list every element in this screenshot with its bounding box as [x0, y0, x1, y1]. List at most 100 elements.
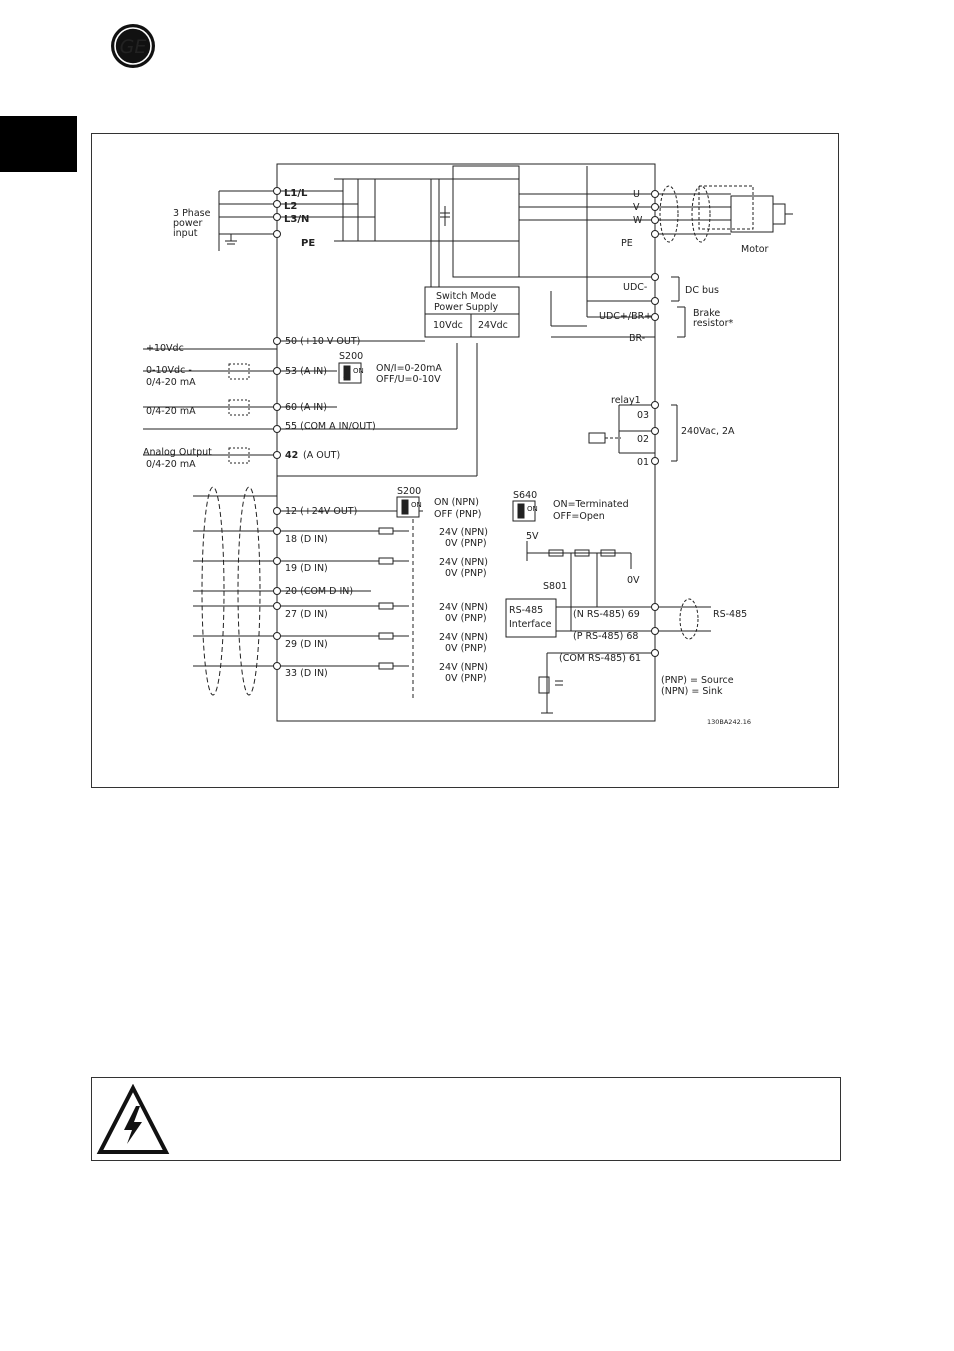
terminal-l1 — [273, 187, 281, 195]
terminal-19 — [273, 557, 281, 565]
terminal-29 — [273, 632, 281, 640]
mains-l3-label: L3/N — [284, 214, 309, 225]
din18-npn: 24V (NPN) — [439, 527, 488, 538]
rs485-iface-1: RS-485 — [509, 605, 543, 616]
terminal-v — [651, 203, 659, 211]
in53-label-2: 0/4-20 mA — [146, 377, 196, 388]
terminal-01 — [651, 457, 659, 465]
drawing-ref: 130BA242.16 — [707, 718, 751, 726]
s801-label: S801 — [543, 581, 567, 592]
terminal-br — [651, 313, 659, 321]
output-pe-label: PE — [621, 238, 633, 249]
din29-pnp: 0V (PNP) — [445, 643, 487, 654]
relay-02: 02 — [637, 434, 649, 445]
terminal-55 — [273, 425, 281, 433]
mains-pe-label: PE — [301, 238, 315, 249]
terminal-53-label: 53 (A IN) — [285, 366, 327, 377]
legend-pnp: (PNP) = Source — [661, 675, 734, 686]
legend-npn: (NPN) = Sink — [661, 686, 723, 697]
terminal-18-label: 18 (D IN) — [285, 534, 328, 545]
ge-logo-text: GE — [120, 36, 147, 58]
mains-l2-label: L2 — [284, 201, 297, 212]
terminal-u — [651, 190, 659, 198]
terminal-27-label: 27 (D IN) — [285, 609, 328, 620]
terminal-55-label: 55 (COM A IN/OUT) — [285, 421, 376, 432]
terminal-pe-out — [651, 230, 659, 238]
terminal-53 — [273, 367, 281, 375]
relay-rating: 240Vac, 2A — [681, 426, 735, 437]
output-w-label: W — [633, 215, 643, 226]
terminal-pe-in — [273, 230, 281, 238]
s640-on: ON — [527, 505, 538, 513]
s200-top-line-2: OFF/U=0-10V — [376, 374, 441, 385]
s200-top-label: S200 — [339, 351, 363, 362]
terminal-68 — [651, 627, 659, 635]
aout-label-2: 0/4-20 mA — [146, 459, 196, 470]
s640-line-1: ON=Terminated — [553, 499, 629, 510]
s200-mid-line-2: OFF (PNP) — [434, 509, 481, 520]
in53-label-1: 0-10Vdc - — [146, 365, 192, 376]
terminal-42-label: (A OUT) — [303, 450, 340, 461]
s200-mid-on: ON — [411, 501, 422, 509]
terminal-60 — [273, 403, 281, 411]
rs485-0v: 0V — [627, 575, 640, 586]
s200-top-line-1: ON/I=0-20mA — [376, 363, 442, 374]
din33-npn: 24V (NPN) — [439, 662, 488, 673]
rs485-5v: 5V — [526, 531, 539, 542]
terminal-50 — [273, 337, 281, 345]
brake-label-1: Brake — [693, 308, 720, 319]
terminal-udc-minus — [651, 273, 659, 281]
terminal-50-label: 50 (+10 V OUT) — [285, 336, 360, 347]
smps-10vdc: 10Vdc — [433, 320, 463, 331]
chapter-tab — [0, 116, 77, 172]
terminal-33-label: 33 (D IN) — [285, 668, 328, 679]
terminal-69-label: (N RS-485) 69 — [573, 609, 640, 620]
warning-box — [91, 1077, 841, 1161]
output-u-label: U — [633, 189, 640, 200]
din27-pnp: 0V (PNP) — [445, 613, 487, 624]
smps-line-1: Switch Mode — [436, 291, 496, 302]
terminal-18 — [273, 527, 281, 535]
terminal-61-label: (COM RS-485) 61 — [559, 653, 641, 664]
s200-top-num: 4 — [343, 372, 348, 381]
plus10-label: +10Vdc — [146, 343, 184, 354]
udc-minus-label: UDC- — [623, 282, 647, 293]
terminal-19-label: 19 (D IN) — [285, 563, 328, 574]
terminal-60-label: 60 (A IN) — [285, 402, 327, 413]
output-v-label: V — [633, 202, 640, 213]
terminal-l3 — [273, 213, 281, 221]
din33-pnp: 0V (PNP) — [445, 673, 487, 684]
s640-line-2: OFF=Open — [553, 511, 605, 522]
terminal-02 — [651, 427, 659, 435]
din18-pnp: 0V (PNP) — [445, 538, 487, 549]
power-input-label-1: 3 Phase — [173, 208, 211, 219]
s200-mid-line-1: ON (NPN) — [434, 497, 479, 508]
terminal-20 — [273, 587, 281, 595]
terminal-29-label: 29 (D IN) — [285, 639, 328, 650]
relay-01: 01 — [637, 457, 649, 468]
br-minus-label: BR- — [629, 333, 645, 344]
terminal-20-label: 20 (COM D IN) — [285, 586, 353, 597]
udc-plus-label: UDC+/BR+ — [599, 311, 652, 322]
rs485-ext-label: RS-485 — [713, 609, 747, 620]
terminal-42-number: 42 — [285, 450, 298, 461]
terminal-udc-plus — [651, 297, 659, 305]
rs485-iface-2: Interface — [509, 619, 552, 630]
dc-bus-label: DC bus — [685, 285, 719, 296]
terminal-12-label: 12 (+24V OUT) — [285, 506, 357, 517]
din19-npn: 24V (NPN) — [439, 557, 488, 568]
ge-logo: GE — [111, 24, 155, 68]
smps-24vdc: 24Vdc — [478, 320, 508, 331]
s200-top-on: ON — [353, 367, 364, 375]
mains-l1-label: L1/L — [284, 188, 308, 199]
din19-pnp: 0V (PNP) — [445, 568, 487, 579]
high-voltage-warning-icon — [96, 1084, 170, 1154]
terminal-68-label: (P RS-485) 68 — [573, 631, 638, 642]
terminal-12 — [273, 507, 281, 515]
brake-label-2: resistor* — [693, 318, 734, 329]
terminal-l2 — [273, 200, 281, 208]
s640-label: S640 — [513, 490, 537, 501]
in60-label: 0/4-20 mA — [146, 406, 196, 417]
power-input-label-3: input — [173, 228, 198, 239]
